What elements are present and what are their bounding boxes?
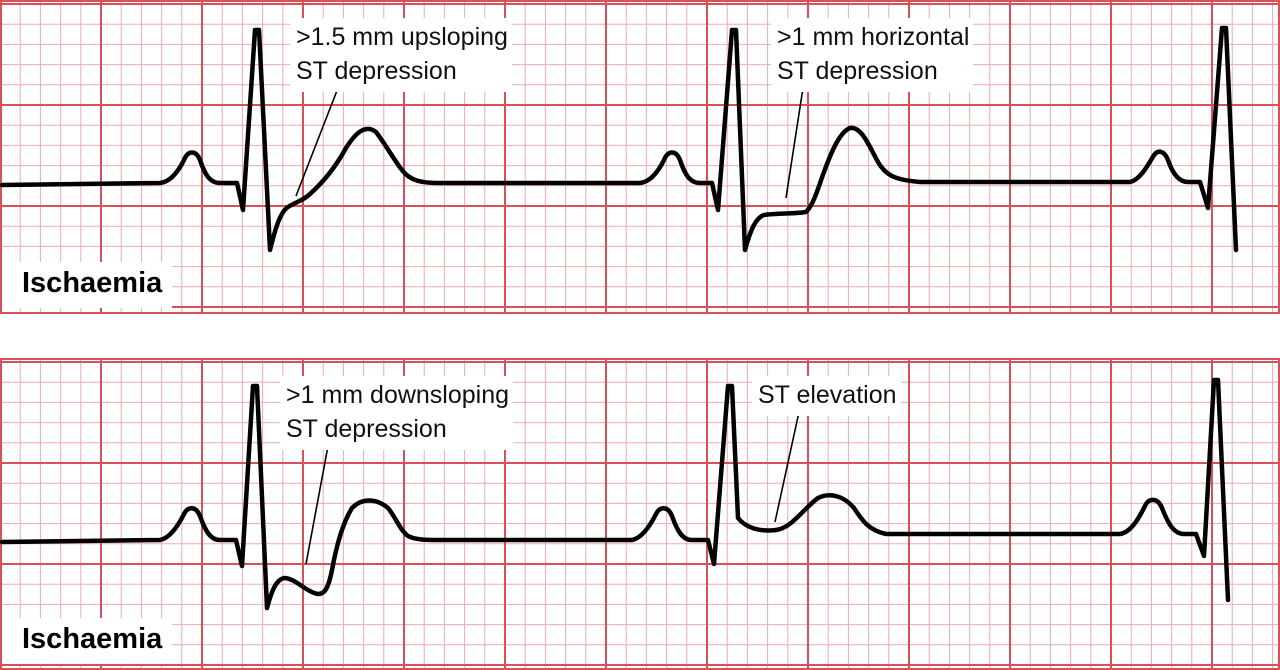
pointer-horizontal	[785, 87, 804, 199]
ecg-strip-2-graphic	[0, 358, 1280, 670]
annotation-line-1: ST elevation	[758, 381, 897, 409]
grid-border	[0, 358, 1280, 670]
ecg-strip-2: >1 mm downsloping ST depression ST eleva…	[0, 358, 1280, 670]
strip-label: Ischaemia	[2, 618, 173, 664]
pointer-downsloping	[305, 445, 329, 565]
ecg-grid-minor	[0, 0, 1280, 314]
annotation-line-1: >1 mm horizontal	[777, 23, 970, 51]
ecg-grid-major	[0, 358, 1280, 670]
annotation-line-1: >1 mm downsloping	[286, 381, 510, 409]
annotation-horizontal-st-depression: >1 mm horizontal ST depression	[771, 18, 974, 92]
annotation-upsloping-st-depression: >1.5 mm upsloping ST depression	[290, 18, 512, 92]
ecg-trace-2	[0, 377, 1231, 611]
annotation-line-2: ST depression	[777, 57, 938, 85]
ecg-strip-1-graphic	[0, 0, 1280, 314]
annotation-downsloping-st-depression: >1 mm downsloping ST depression	[280, 376, 514, 450]
grid-border	[0, 0, 1280, 314]
annotation-line-2: ST depression	[286, 415, 447, 443]
ecg-grid-minor	[0, 358, 1280, 670]
annotation-line-1: >1.5 mm upsloping	[296, 23, 508, 51]
annotation-st-elevation: ST elevation	[752, 376, 901, 416]
pointer-upsloping	[295, 87, 339, 197]
pointer-st-elevation	[774, 411, 800, 523]
ecg-strip-1: >1.5 mm upsloping ST depression >1 mm ho…	[0, 0, 1280, 314]
annotation-line-2: ST depression	[296, 57, 457, 85]
strip-label: Ischaemia	[2, 262, 173, 308]
ecg-trace-1	[0, 25, 1239, 253]
